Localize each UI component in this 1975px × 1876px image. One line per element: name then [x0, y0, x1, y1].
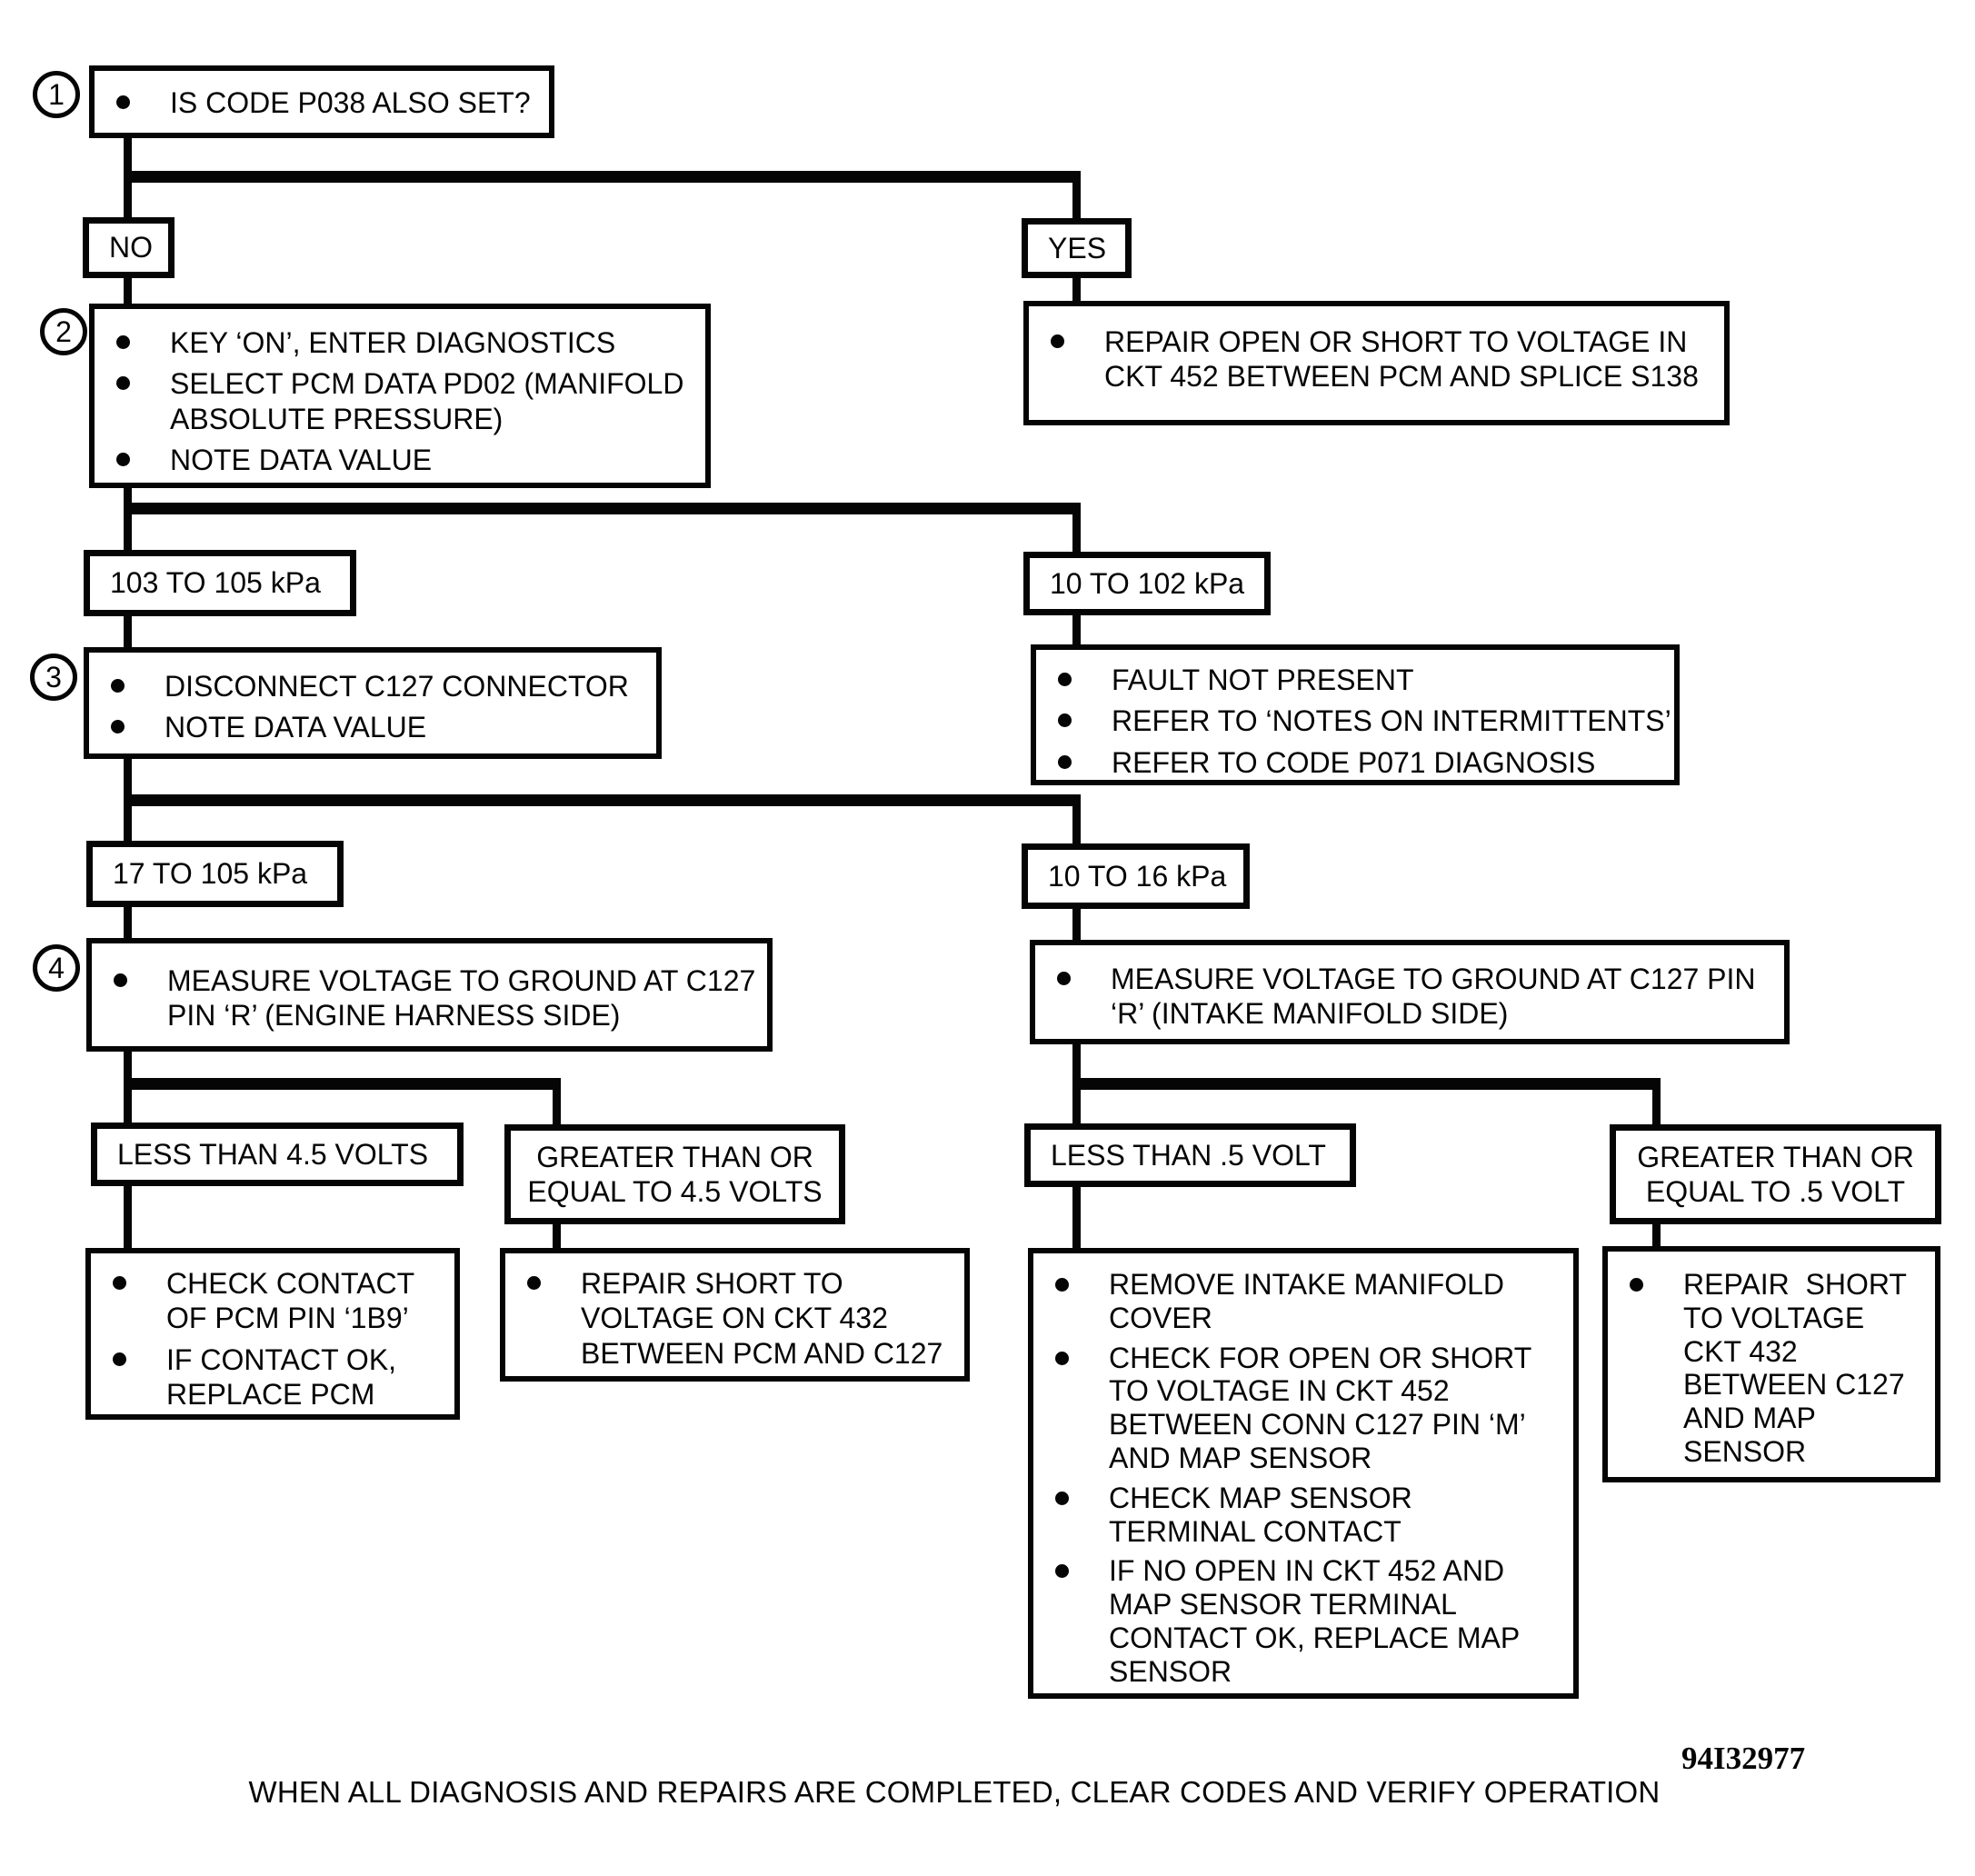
connector-line	[1072, 503, 1081, 555]
bullet-icon	[1055, 1491, 1069, 1505]
branch-no-box: NO	[83, 217, 175, 278]
step-4-box: MEASURE VOLTAGE TO GROUND AT C127 PIN ‘R…	[86, 938, 773, 1052]
branch-yes-box: YES	[1022, 218, 1132, 278]
bullet-icon	[113, 1352, 126, 1366]
step-1-number: 1	[33, 71, 80, 118]
fault-not-present-box: FAULT NOT PRESENT REFER TO ‘NOTES ON INT…	[1031, 644, 1680, 785]
connector-line	[1072, 610, 1081, 648]
bullet-text: IF CONTACT OK, REPLACE PCM	[166, 1342, 397, 1412]
bullet-icon	[1055, 1351, 1069, 1365]
bullet-icon	[1058, 754, 1072, 769]
connector-line	[1072, 794, 1081, 847]
bullet-icon	[1058, 673, 1072, 686]
bullet-text: SELECT PCM DATA PD02 (MANIFOLD ABSOLUTE …	[170, 367, 684, 435]
connector-line	[124, 903, 132, 943]
bullet-text: MEASURE VOLTAGE TO GROUND AT C127 PIN ‘R…	[1111, 963, 1756, 1031]
connector-line	[124, 611, 132, 651]
bullet-text: FAULT NOT PRESENT	[1112, 664, 1414, 696]
bullet-text: CHECK CONTACT OF PCM PIN ‘1B9’	[166, 1267, 415, 1335]
connector-line	[124, 171, 1081, 183]
bullet-icon	[1058, 713, 1072, 728]
step-4-number: 4	[33, 944, 80, 992]
greater-equal-05-box: GREATER THAN OR EQUAL TO .5 VOLT	[1610, 1124, 1941, 1224]
voltage-label: LESS THAN .5 VOLT	[1051, 1138, 1326, 1172]
bullet-text: NOTE DATA VALUE	[165, 711, 427, 744]
bullet-icon	[116, 453, 130, 467]
bullet-text: IS CODE P038 ALSO SET?	[170, 86, 531, 119]
bullet-text: REPAIR SHORT TO VOLTAGE CKT 432 BETWEEN …	[1683, 1268, 1907, 1468]
range-label: 10 TO 102 kPa	[1050, 566, 1245, 600]
bullet-icon	[116, 376, 130, 391]
branch-yes-label: YES	[1048, 231, 1107, 264]
bullet-text: KEY ‘ON’, ENTER DIAGNOSTICS	[170, 326, 616, 359]
bullet-icon	[527, 1276, 541, 1290]
step-2-number: 2	[40, 308, 87, 355]
measure-intake-box: MEASURE VOLTAGE TO GROUND AT C127 PIN ‘R…	[1030, 940, 1790, 1044]
connector-line	[1072, 1181, 1081, 1252]
check-pcm-box: CHECK CONTACT OF PCM PIN ‘1B9’ IF CONTAC…	[85, 1248, 460, 1420]
bullet-icon	[116, 95, 130, 109]
range-10-16-box: 10 TO 16 kPa	[1022, 843, 1250, 909]
bullet-text: REFER TO CODE P071 DIAGNOSIS	[1112, 745, 1596, 779]
bullet-icon	[1051, 334, 1064, 348]
connector-line	[124, 1181, 132, 1252]
bullet-text: CHECK MAP SENSOR TERMINAL CONTACT	[1109, 1481, 1412, 1548]
step-2-box: KEY ‘ON’, ENTER DIAGNOSTICS SELECT PCM D…	[89, 304, 711, 488]
bullet-icon	[1057, 972, 1071, 985]
bullet-text: MEASURE VOLTAGE TO GROUND AT C127 PIN ‘R…	[167, 964, 756, 1033]
connector-line	[1072, 903, 1081, 943]
voltage-label: GREATER THAN OR EQUAL TO .5 VOLT	[1637, 1140, 1914, 1208]
bullet-icon	[116, 335, 130, 349]
connector-line	[124, 482, 132, 554]
bullet-text: CHECK FOR OPEN OR SHORT TO VOLTAGE IN CK…	[1109, 1341, 1532, 1474]
bullet-icon	[111, 679, 125, 693]
voltage-label: GREATER THAN OR EQUAL TO 4.5 VOLTS	[527, 1140, 823, 1208]
connector-line	[124, 273, 132, 309]
connector-line	[124, 794, 1081, 806]
less-than-05-box: LESS THAN .5 VOLT	[1024, 1123, 1356, 1187]
range-label: 10 TO 16 kPa	[1048, 859, 1227, 893]
connector-line	[1652, 1080, 1661, 1129]
range-label: 103 TO 105 kPa	[110, 566, 321, 600]
bullet-text: REMOVE INTAKE MANIFOLD COVER	[1109, 1268, 1505, 1334]
range-10-102-box: 10 TO 102 kPa	[1023, 552, 1271, 615]
bullet-icon	[1630, 1278, 1643, 1292]
bullet-icon	[111, 720, 125, 734]
step-3-number: 3	[30, 654, 77, 701]
connector-line	[1072, 273, 1081, 305]
greater-equal-45-box: GREATER THAN OR EQUAL TO 4.5 VOLTS	[504, 1124, 845, 1224]
connector-line	[553, 1080, 561, 1129]
step-1-box: IS CODE P038 ALSO SET?	[89, 65, 554, 138]
connector-line	[1652, 1219, 1661, 1250]
map-sensor-checks-box: REMOVE INTAKE MANIFOLD COVER CHECK FOR O…	[1028, 1248, 1579, 1699]
bullet-text: DISCONNECT C127 CONNECTOR	[165, 670, 629, 703]
branch-no-label: NO	[109, 231, 153, 264]
connector-line	[553, 1219, 561, 1252]
bullet-text: REPAIR OPEN OR SHORT TO VOLTAGE IN CKT 4…	[1104, 325, 1699, 394]
bullet-text: NOTE DATA VALUE	[170, 444, 433, 477]
bullet-icon	[114, 973, 127, 987]
bullet-icon	[1055, 1278, 1069, 1292]
connector-line	[124, 1078, 561, 1090]
step-3-box: DISCONNECT C127 CONNECTOR NOTE DATA VALU…	[84, 647, 662, 759]
range-label: 17 TO 105 kPa	[113, 857, 308, 891]
connector-line	[124, 503, 1081, 514]
range-103-105-box: 103 TO 105 kPa	[84, 550, 356, 616]
bullet-text: IF NO OPEN IN CKT 452 AND MAP SENSOR TER…	[1109, 1554, 1521, 1688]
connector-line	[1072, 1078, 1661, 1090]
figure-id: 94I32977	[1681, 1741, 1806, 1776]
bullet-icon	[113, 1276, 126, 1290]
connector-line	[1072, 173, 1081, 224]
range-17-105-box: 17 TO 105 kPa	[86, 841, 344, 907]
repair-432-pcm-box: REPAIR SHORT TO VOLTAGE ON CKT 432 BETWE…	[500, 1248, 970, 1382]
bullet-text: REFER TO ‘NOTES ON INTERMITTENTS’	[1112, 704, 1671, 738]
repair-432-map-box: REPAIR SHORT TO VOLTAGE CKT 432 BETWEEN …	[1602, 1246, 1940, 1482]
repair-open-short-box: REPAIR OPEN OR SHORT TO VOLTAGE IN CKT 4…	[1023, 301, 1730, 425]
voltage-label: LESS THAN 4.5 VOLTS	[117, 1137, 429, 1171]
bullet-text: REPAIR SHORT TO VOLTAGE ON CKT 432 BETWE…	[581, 1267, 943, 1370]
footer-note: WHEN ALL DIAGNOSIS AND REPAIRS ARE COMPL…	[248, 1775, 1661, 1809]
less-than-45-box: LESS THAN 4.5 VOLTS	[91, 1123, 464, 1186]
bullet-icon	[1055, 1564, 1069, 1579]
